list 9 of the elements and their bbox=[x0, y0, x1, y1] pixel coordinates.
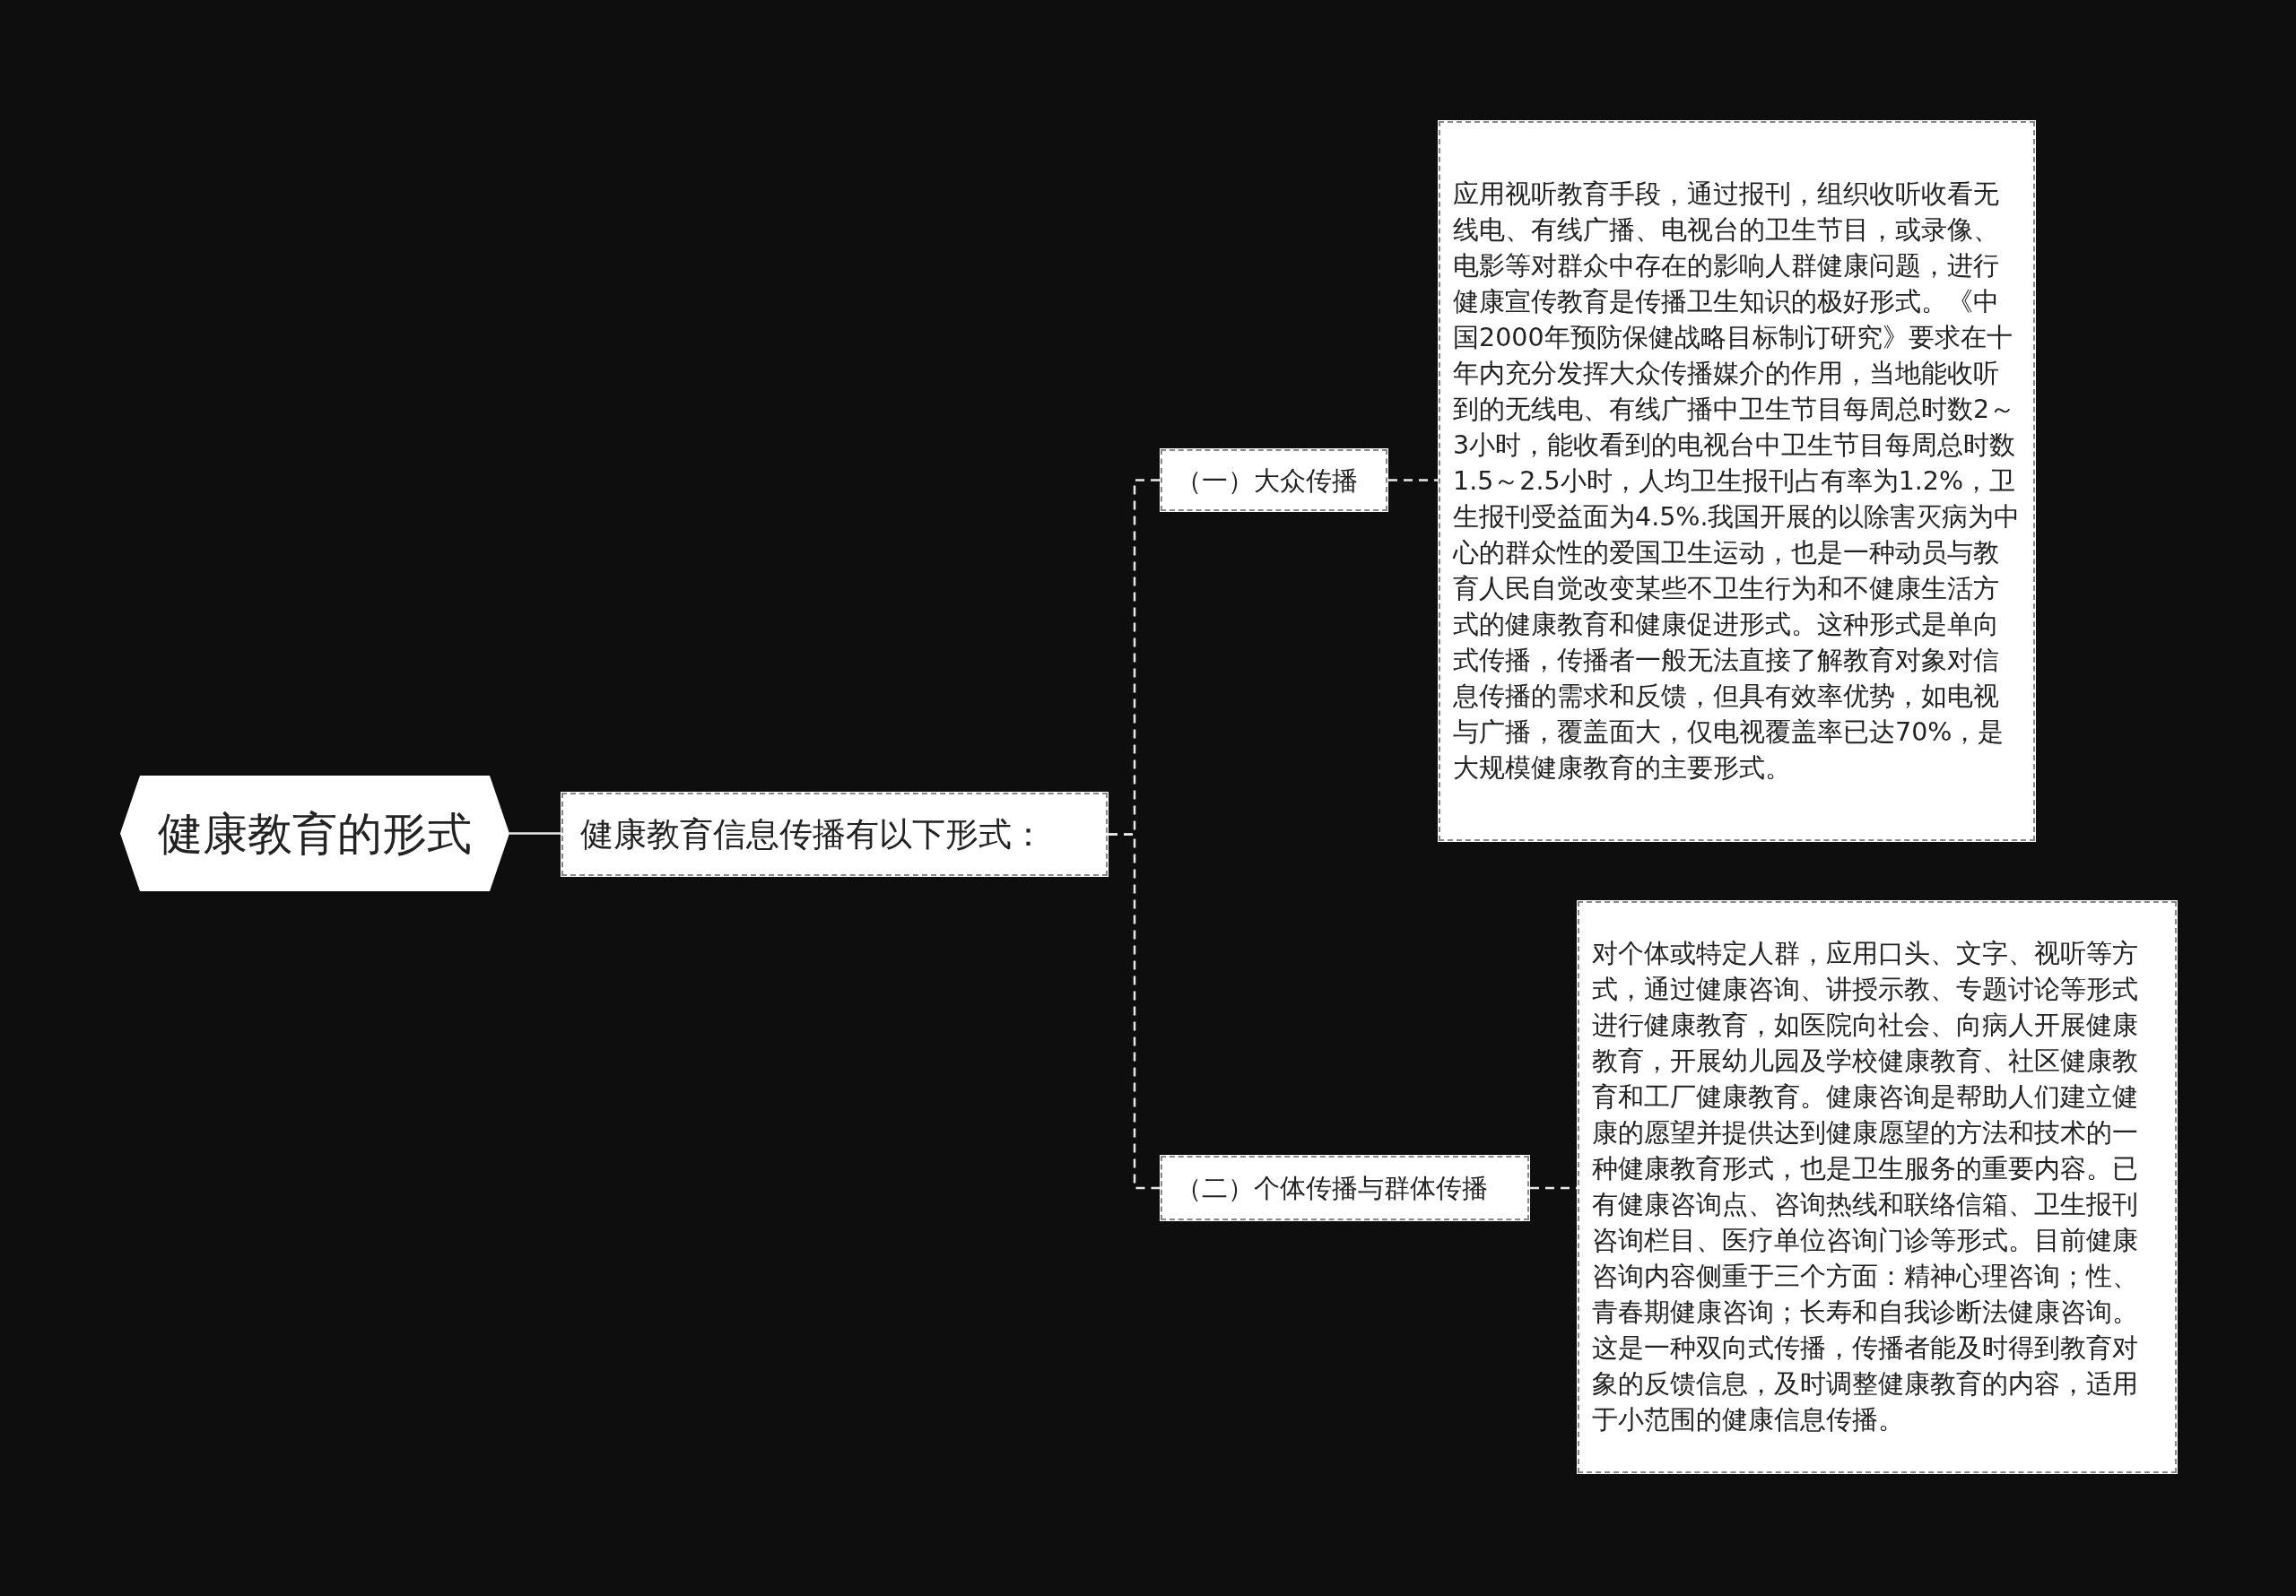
text-card: 对个体或特定人群，应用口头、文字、视听等方式，通过健康咨询、讲授示教、专题讨论等形式进行健康教育，如医院向社会、向病人开展健康教育，开展幼儿园及学校健康教育、社区健康教育和工厂健康教育。健康咨询是帮助人们建立健康的愿望并提供达到健康愿望的方法和技术的一种健康教育形式，也是卫生服务的重要内容。已有健康咨询点、咨询热线和联络信箱、卫生报刊咨询栏目、医疗单位咨询门诊等形式。目前健康咨询内容侧重于三个方面：精神心理咨询；性、青春期健康咨询；长寿和自我诊断法健康咨询。这是一种双向式传播，传播者能及时得到教育对象的反馈信息，及时调整健康教育的内容，适用于小范围的健康信息传播。 bbox=[1577, 900, 2178, 1474]
topic-hexagon: 健康教育的形式 bbox=[120, 776, 509, 891]
branch-box: 健康教育信息传播有以下形式： bbox=[561, 792, 1109, 877]
connector-line bbox=[1388, 479, 1438, 481]
branch-box: （一）大众传播 bbox=[1160, 448, 1388, 512]
connector-line bbox=[1109, 833, 1160, 1190]
branch-box: （二）个体传播与群体传播 bbox=[1160, 1155, 1530, 1221]
connector-line bbox=[509, 832, 561, 835]
text-card: 应用视听教育手段，通过报刊，组织收听收看无线电、有线广播、电视台的卫生节目，或录像、电影等对群众中存在的影响人群健康问题，进行健康宣传教育是传播卫生知识的极好形式。《中国2000年预防保健战略目标制订研究》要求在十年内充分发挥大众传播媒介的作用，当地能收听到的无线电、有线广播中卫生节目每周总时数2～3小时，能收看到的电视台中卫生节目每周总时数1.5～2.5小时，人均卫生报刊占有率为1.2%，卫生报刊受益面为4.5%.我国开展的以除害灭病为中心的群众性的爱国卫生运动，也是一种动员与教育人民自觉改变某些不卫生行为和不健康生活方式的健康教育和健康促进形式。这种形式是单向式传播，传播者一般无法直接了解教育对象对信息传播的需求和反馈，但具有效率优势，如电视与广播，覆盖面大，仅电视覆盖率已达70%，是大规模健康教育的主要形式。 bbox=[1438, 120, 2036, 842]
